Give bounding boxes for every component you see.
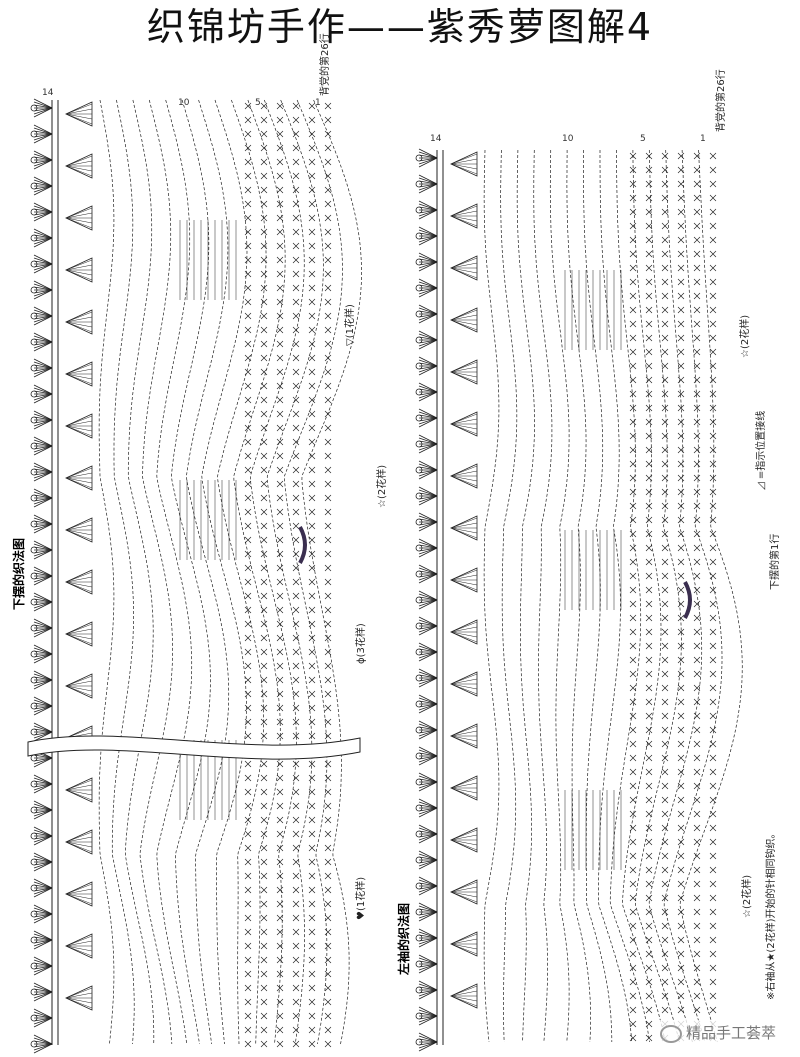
right-start-row-label: 下摆的第1行 [770, 533, 781, 590]
left-chart-title: 下摆的织法图 [12, 537, 26, 610]
left-pattern-bottom: ♥(1花样) [356, 876, 367, 920]
left-crochet-chart [27, 98, 362, 1054]
left-pattern-mid: ɸ(3花样) [356, 623, 367, 664]
right-note: ※右袖从★(2花样)开始的针相同钩织。 [766, 828, 777, 1000]
left-pattern-top: ▽(1花样) [345, 304, 356, 346]
right-row-label: 背党的第26行 [716, 69, 727, 132]
right-legend-note: ◿ =指示位置接线 [756, 410, 767, 490]
right-row-number-14: 14 [430, 134, 442, 144]
left-row-label: 背党的第26行 [320, 33, 331, 96]
right-row-number-1: 1 [700, 134, 706, 144]
right-pattern-bottom: ☆(2花样) [742, 874, 753, 918]
left-pattern-right: ☆(2花样) [377, 464, 388, 508]
right-pattern-top: ☆(2花样) [740, 314, 751, 358]
wechat-icon [659, 1024, 682, 1043]
right-crochet-chart [415, 148, 743, 1052]
left-row-number-14: 14 [42, 88, 54, 98]
left-row-number-1: 1 [315, 98, 321, 108]
watermark: 精品手工荟萃 [653, 1020, 782, 1045]
right-row-number-5: 5 [640, 134, 646, 144]
right-row-number-10: 10 [562, 134, 574, 144]
watermark-text: 精品手工荟萃 [685, 1024, 776, 1042]
right-chart-title: 左袖的织法图 [397, 902, 411, 975]
page-title: 织锦坊手作——紫秀萝图解4 [146, 5, 654, 49]
left-row-number-5: 5 [255, 98, 261, 108]
left-row-number-10: 10 [178, 98, 190, 108]
